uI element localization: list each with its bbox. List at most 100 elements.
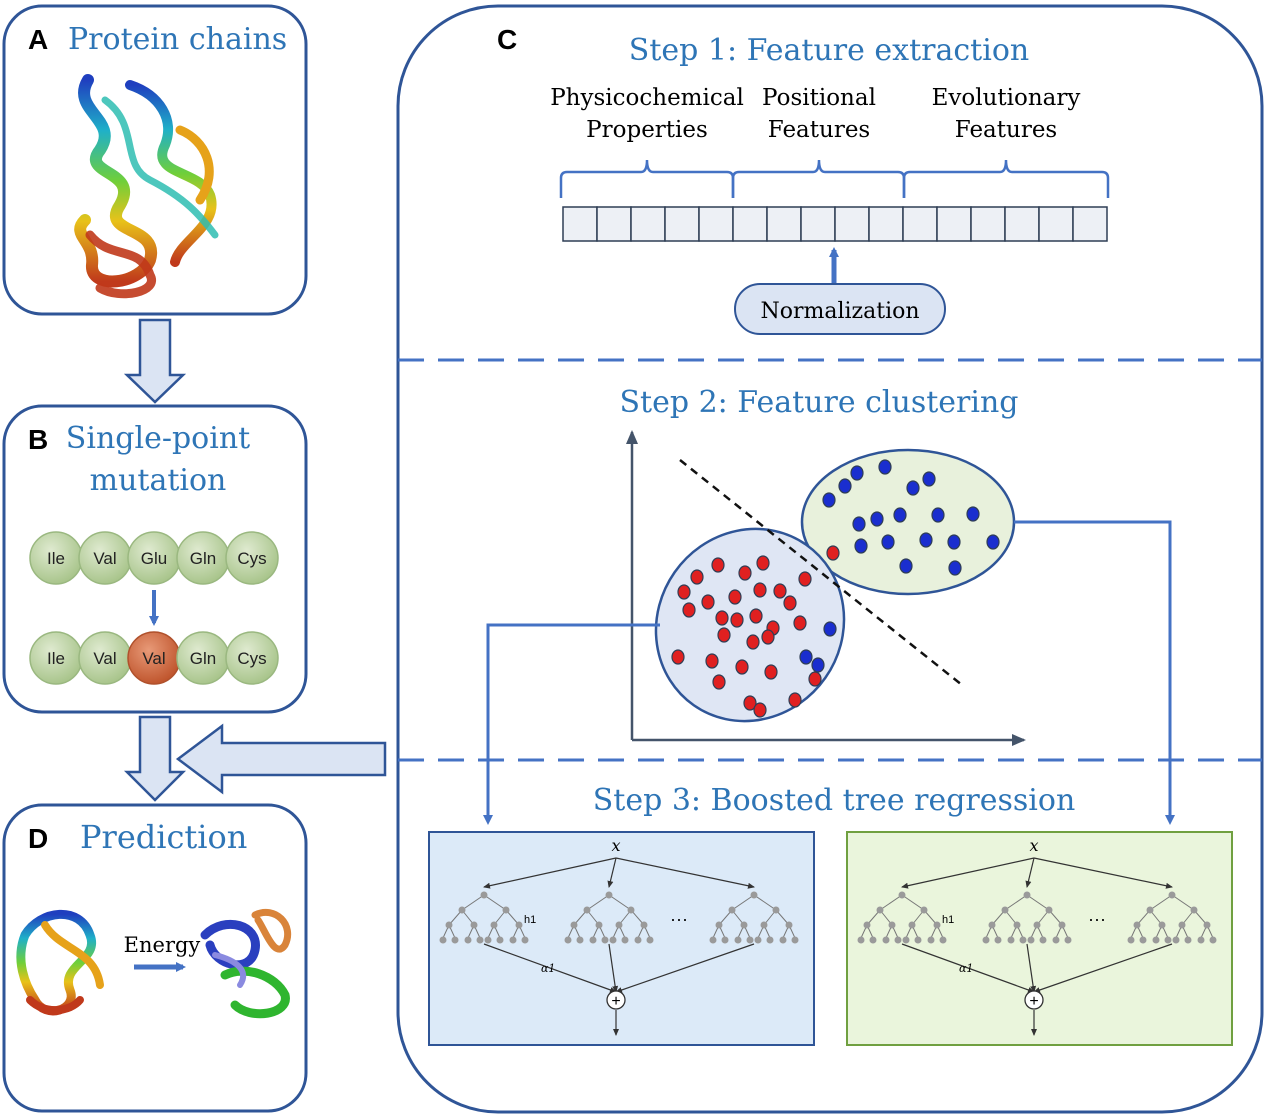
tree-output-arrow [483, 943, 617, 993]
blue-point [906, 480, 920, 496]
cluster1-to-model-arrow [483, 623, 660, 825]
cluster-points [671, 459, 1000, 718]
tree-weight-label: α1 [541, 962, 555, 975]
tree-node [1203, 921, 1211, 929]
sum-node [1024, 990, 1044, 1010]
blue-point [822, 492, 836, 508]
red-point [764, 664, 778, 680]
group-physicochemical-line2: Properties [586, 117, 708, 143]
tree-leaf [766, 936, 774, 944]
tree-leaf [1019, 936, 1027, 944]
separating-line [679, 459, 963, 686]
panel-d-frame [2, 803, 308, 1113]
tree-leaf [484, 936, 492, 944]
more-trees-ellipsis: ··· [670, 909, 688, 929]
blue-point [893, 507, 907, 523]
tree-node [470, 921, 478, 929]
tree-leaf [1127, 936, 1135, 944]
panel-d-letter: D [28, 823, 48, 854]
panel-a: A Protein chains [2, 4, 308, 316]
feature-cell [970, 206, 1006, 242]
tree-leaf [994, 936, 1002, 944]
red-point [671, 649, 685, 665]
tree-node [740, 921, 748, 929]
feature-cell [562, 206, 598, 242]
tree-leaf [1027, 936, 1035, 944]
tree-input-arrow [483, 857, 617, 889]
tree-edge [1004, 894, 1028, 911]
feature-cell [596, 206, 632, 242]
tree-node [445, 921, 453, 929]
step2-title: Step 2: Feature clustering [619, 385, 1018, 420]
tree-leaf [509, 936, 517, 944]
tree-output-arrow [1026, 943, 1037, 993]
feature-cell [1038, 206, 1074, 242]
feature-cell [630, 206, 666, 242]
red-point [728, 589, 742, 605]
tree-node [1146, 906, 1154, 914]
tree-input-arrow [615, 857, 755, 889]
tree-leaf [734, 936, 742, 944]
red-point [761, 629, 775, 645]
blue-point [919, 532, 933, 548]
tree-edge [901, 894, 925, 911]
tree-edge [879, 894, 903, 911]
tree-edge [1026, 894, 1050, 911]
blue-point [799, 649, 813, 665]
boosted-tree-diagram-1: xh1···α1+ [439, 836, 799, 1036]
tree-node [1168, 891, 1176, 899]
tree-leaf [754, 936, 762, 944]
residue-label: Val [142, 649, 165, 668]
residue [225, 531, 279, 585]
red-point [808, 671, 822, 687]
blue-point [878, 459, 892, 475]
tree-leaf [634, 936, 642, 944]
residue-label: Val [93, 549, 116, 568]
red-point [677, 584, 691, 600]
tree-node [515, 921, 523, 929]
step1-title: Step 1: Feature extraction [629, 33, 1029, 68]
tree-leaf [1064, 936, 1072, 944]
tree-leaf [746, 936, 754, 944]
blue-point [899, 558, 913, 574]
protein-after-image [200, 908, 292, 1019]
panel-d-title: Prediction [80, 818, 247, 856]
tree-leaf [914, 936, 922, 944]
sum-symbol: + [611, 993, 620, 1010]
tree-node [1133, 921, 1141, 929]
tree-leaf [902, 936, 910, 944]
tree-node [595, 921, 603, 929]
tree-node [583, 906, 591, 914]
tree-leaf [939, 936, 947, 944]
red-point [746, 634, 760, 650]
residue-label: Glu [141, 549, 167, 568]
tree-node [1001, 906, 1009, 914]
blue-point [838, 478, 852, 494]
tree-leaf [894, 936, 902, 944]
tree-leaf [1007, 936, 1015, 944]
tree-edge [461, 894, 485, 911]
tree-leaf [1164, 936, 1172, 944]
tree-node [988, 921, 996, 929]
red-point [826, 545, 840, 561]
tree-leaf [1209, 936, 1217, 944]
tree-leaf [609, 936, 617, 944]
feature-vector [562, 206, 1108, 242]
red-point [735, 659, 749, 675]
tree-leaf [1172, 936, 1180, 944]
tree-leaf [982, 936, 990, 944]
panel-b-title-line1: Single-point [66, 421, 250, 456]
group-evolutionary-line2: Features [955, 117, 1058, 143]
feature-cell [664, 206, 700, 242]
tree-input-arrow [607, 857, 617, 888]
more-trees-ellipsis: ··· [1088, 909, 1106, 929]
tree-leaf [1039, 936, 1047, 944]
arrow-c-to-d [175, 723, 387, 795]
red-point [798, 571, 812, 587]
energy-label: Energy [124, 933, 201, 957]
tree-leaf [927, 936, 935, 944]
tree-input-arrow [1025, 857, 1035, 888]
red-point [705, 653, 719, 669]
tree-output-arrow [615, 943, 755, 993]
red-point [756, 555, 770, 571]
